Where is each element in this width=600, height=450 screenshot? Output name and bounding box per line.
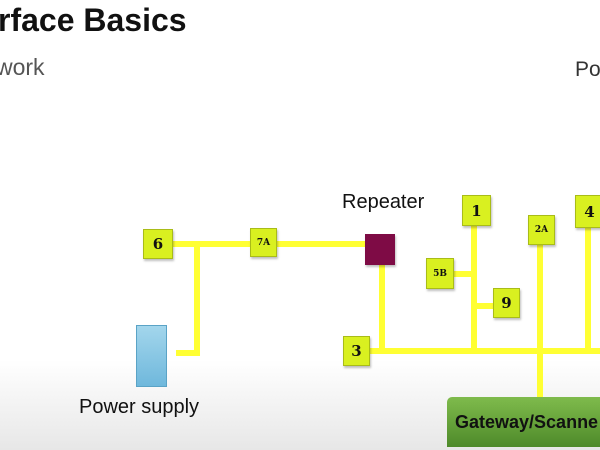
wire-repeater-drop bbox=[379, 260, 385, 354]
gateway-scanner-box: Gateway/Scanne bbox=[447, 397, 600, 447]
node-4: 4 bbox=[575, 195, 600, 228]
gateway-scanner-label: Gateway/Scanne bbox=[455, 411, 599, 432]
slide-subtitle: work bbox=[0, 54, 45, 80]
wire-node-5b bbox=[450, 271, 474, 277]
repeater-label: Repeater bbox=[342, 191, 425, 213]
wire-power-drop bbox=[194, 241, 200, 356]
node-9: 9 bbox=[493, 288, 520, 318]
node-3: 3 bbox=[343, 336, 370, 366]
wire-node-2a bbox=[537, 242, 543, 402]
slide-title: rface Basics bbox=[0, 2, 187, 38]
node-5b: 5B bbox=[426, 258, 454, 289]
repeater-box bbox=[365, 234, 395, 265]
corner-text: Po bbox=[575, 58, 600, 81]
power-supply-box bbox=[136, 325, 167, 387]
power-supply-label: Power supply bbox=[79, 396, 200, 418]
wire-power-stub bbox=[176, 350, 200, 356]
wire-node-4 bbox=[585, 225, 591, 350]
wire-node-1 bbox=[471, 222, 477, 352]
node-7a: 7A bbox=[250, 228, 277, 257]
wire-node-9 bbox=[471, 303, 501, 309]
node-6: 6 bbox=[143, 229, 173, 259]
node-1: 1 bbox=[462, 195, 491, 226]
node-2a: 2A bbox=[528, 215, 555, 245]
